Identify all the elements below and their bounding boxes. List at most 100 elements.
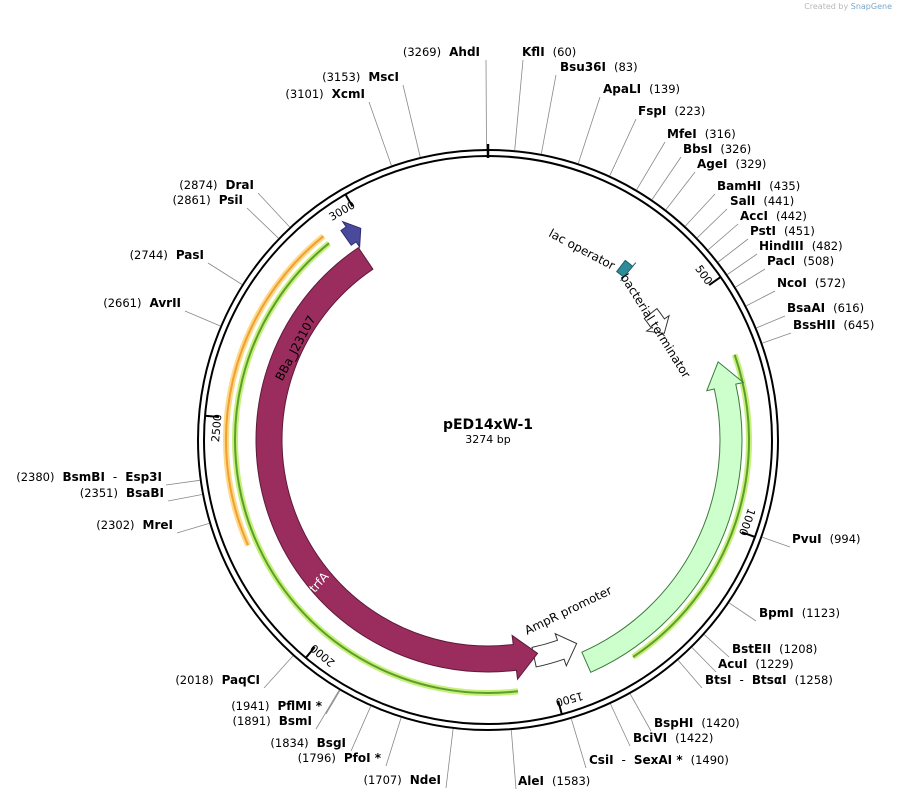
restriction-site[interactable]: (1796)PfoI * [298, 717, 402, 767]
site-label: SalI(441) [730, 194, 794, 208]
site-label: (1796)PfoI * [298, 751, 382, 765]
bacterial-terminator-feature[interactable] [643, 307, 670, 334]
restriction-site[interactable]: SalI(441) [696, 194, 794, 239]
restriction-site[interactable]: HindIII(482) [727, 239, 843, 275]
site-position: (1490) [691, 753, 729, 767]
site-enzyme-name: PflMI * [277, 699, 322, 713]
site-enzyme-name: HindIII [759, 239, 804, 253]
site-enzyme-name: SexAI * [634, 753, 683, 767]
site-label: BspHI(1420) [654, 716, 740, 730]
restriction-site[interactable]: (2302)MreI [96, 518, 210, 534]
site-position: (3101) [285, 87, 323, 101]
restriction-site[interactable]: BtsI-BtsαI(1258) [677, 660, 833, 689]
plasmid-name: pED14xW-1 [443, 417, 533, 433]
restriction-site[interactable]: (1891)BsmI [232, 689, 340, 730]
restriction-site[interactable]: Bsu36I(83) [540, 60, 638, 154]
restriction-site[interactable]: (2380)BsmBI-Esp3I [16, 470, 200, 486]
restriction-site[interactable]: (3153)MscI [322, 70, 421, 158]
lac-operator-feature[interactable] [616, 259, 637, 282]
site-position: (508) [803, 254, 834, 268]
restriction-site[interactable]: (2861)PsiI [172, 193, 279, 239]
restriction-site[interactable]: BamHI(435) [685, 179, 800, 227]
site-label: (2018)PaqCI [175, 673, 260, 687]
site-leader-line [263, 655, 294, 689]
site-leader-line [717, 238, 749, 263]
restriction-site[interactable]: (2351)BsaBI [80, 486, 203, 502]
restriction-site[interactable]: (1941) PflMI * [231, 690, 341, 715]
restriction-site[interactable]: BciVI(1422) [610, 703, 714, 747]
restriction-site[interactable]: PacI (508) [735, 254, 834, 288]
restriction-site[interactable]: (1834)BsgI [270, 706, 372, 752]
restriction-site[interactable]: (3269)AhdI [403, 45, 487, 150]
site-label: AccI(442) [740, 209, 807, 223]
restriction-site[interactable]: (1707)NdeI [364, 728, 454, 789]
restriction-site[interactable]: AleI(1583) [510, 730, 590, 790]
restriction-site[interactable]: BpmI(1123) [728, 602, 840, 622]
site-leader-line [762, 536, 791, 548]
restriction-site[interactable]: (2744)PasI [130, 248, 243, 285]
restriction-site[interactable]: PstI(451) [717, 224, 815, 263]
restriction-site[interactable]: (3101) XcmI [285, 87, 392, 166]
site-position: (1941) [231, 699, 269, 713]
site-label: (1941) PflMI * [231, 699, 323, 713]
restriction-site[interactable]: ApaLI(139) [577, 82, 680, 164]
site-enzyme-name: AhdI [449, 45, 480, 59]
site-enzyme-name: AgeI [697, 157, 727, 171]
site-label: PstI(451) [750, 224, 815, 238]
restriction-site[interactable]: (2874)DraI [179, 178, 290, 228]
restriction-site[interactable]: AgeI(329) [665, 157, 767, 210]
site-leader-line [728, 602, 757, 622]
site-position: (223) [674, 104, 705, 118]
site-enzyme-name: BsmBI [63, 470, 105, 484]
site-leader-line [167, 494, 203, 502]
restriction-site[interactable]: AccI(442) [707, 209, 807, 251]
bba-j23107-feature[interactable] [340, 220, 362, 249]
restriction-site[interactable]: KflI(60) [514, 45, 577, 151]
restriction-site[interactable]: (2661)AvrII [103, 296, 221, 327]
credit-prefix: Created by [804, 2, 849, 11]
scale-tick-label: 2000 [308, 641, 338, 669]
site-leader-line [746, 290, 776, 307]
site-separator: - [113, 470, 117, 484]
restriction-site[interactable]: BsaAI(616) [756, 301, 865, 329]
restriction-site[interactable]: MfeI(316) [636, 127, 736, 191]
site-enzyme-name: PacI [767, 254, 795, 268]
site-enzyme-name: XcmI [332, 87, 365, 101]
site-leader-line [350, 706, 372, 752]
site-enzyme-name: SalI [730, 194, 755, 208]
site-position: (139) [649, 82, 680, 96]
site-label: (2380)BsmBI-Esp3I [16, 470, 162, 484]
restriction-site[interactable]: AcuI(1229) [691, 647, 794, 673]
restriction-site[interactable]: BssHII(645) [762, 318, 874, 344]
restriction-site[interactable]: PvuI(994) [762, 532, 861, 548]
site-label: (3153)MscI [322, 70, 399, 84]
site-leader-line [609, 118, 637, 176]
smr-feature[interactable] [581, 361, 745, 673]
restriction-site[interactable]: NcoI(572) [746, 276, 846, 307]
site-leader-line [577, 96, 601, 164]
site-enzyme-name: AvrII [149, 296, 181, 310]
site-label: AleI(1583) [518, 774, 590, 788]
site-label: BssHII(645) [793, 318, 874, 332]
site-position: (1707) [364, 773, 402, 787]
site-label: HindIII(482) [759, 239, 843, 253]
site-leader-line [165, 479, 200, 486]
site-separator: - [622, 753, 626, 767]
ampr-promoter-feature[interactable] [531, 632, 578, 668]
site-enzyme-name: Bsu36I [560, 60, 606, 74]
site-enzyme-name: MreI [143, 518, 173, 532]
plasmid-length: 3274 bp [465, 433, 510, 446]
site-position: (2861) [172, 193, 210, 207]
site-enzyme-name: BamHI [717, 179, 761, 193]
restriction-site[interactable]: BspHI(1420) [629, 693, 740, 732]
trfa-feature[interactable] [255, 246, 539, 681]
restriction-site[interactable]: FspI(223) [609, 104, 706, 176]
restriction-site[interactable]: (2018)PaqCI [175, 655, 294, 689]
scale-tick [741, 531, 756, 538]
site-leader-line [540, 74, 557, 154]
restriction-site[interactable]: BstEII(1208) [704, 634, 817, 658]
scale-tick-label: 1500 [554, 689, 584, 709]
site-position: (1796) [298, 751, 336, 765]
restriction-site[interactable]: CsiI-SexAI *(1490) [570, 718, 729, 769]
restriction-site[interactable]: BbsI(326) [651, 142, 751, 200]
